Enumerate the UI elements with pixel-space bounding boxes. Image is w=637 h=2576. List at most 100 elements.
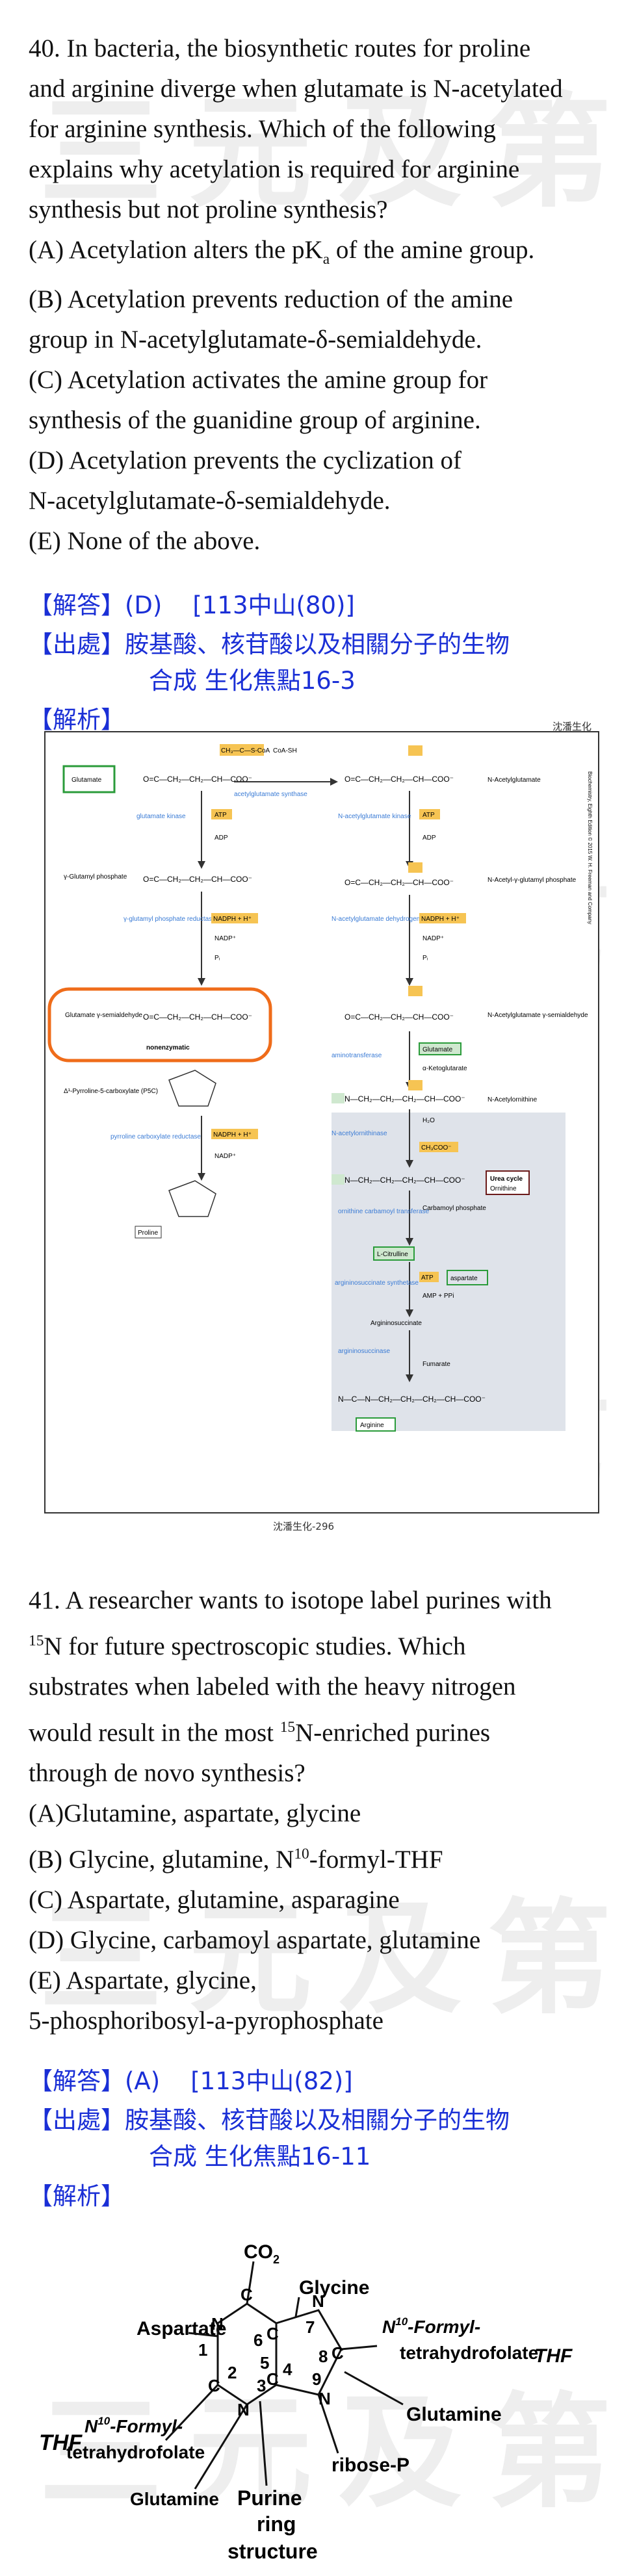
- p5c-ring: [168, 1070, 216, 1107]
- label-fumarate: Fumarate: [422, 1361, 450, 1368]
- label-n-acetylglutamate-semialdehyde: N-Acetylglutamate γ-semialdehyde: [488, 1012, 588, 1019]
- label-pi: Pᵢ: [422, 955, 428, 962]
- n-acetylglutamate-structure: O=C—CH₂—CH₂—CH—COO⁻: [344, 775, 454, 784]
- q41-line: 41. A researcher wants to isotope label …: [29, 1586, 552, 1614]
- svg-text:N: N: [237, 2400, 250, 2419]
- label-atp: ATP: [421, 1274, 434, 1282]
- label-nadph: NADPH + H⁺: [421, 916, 460, 923]
- q40-answer: 【解答】(D) [113中山(80)]: [29, 591, 355, 619]
- label-n-acetyl-glutamyl-phosphate: N-Acetyl-γ-glutamyl phosphate: [488, 877, 577, 884]
- label-glutamine-right: Glutamine: [406, 2404, 502, 2425]
- q40-option-b: (B) Acetylation prevents reduction of th…: [29, 285, 514, 313]
- watermark: 三元及第: [39, 81, 637, 224]
- label-glutamate-box: Glutamate: [422, 1046, 453, 1053]
- label-carbamoyl-phosphate: Carbamoyl phosphate: [422, 1205, 486, 1212]
- q40-option-e: (E) None of the above.: [29, 526, 261, 555]
- ornithine-structure: N—CH₂—CH₂—CH₂—CH—COO⁻: [344, 1176, 465, 1185]
- glutamate-highlight-box: [62, 765, 116, 793]
- label-proline: Proline: [138, 1230, 159, 1237]
- acetyl-glutamyl-p-structure: O=C—CH₂—CH₂—CH—COO⁻: [344, 878, 454, 887]
- semialdehyde-structure: O=C—CH₂—CH₂—CH—COO⁻: [143, 1012, 252, 1022]
- label-purine: Purine: [237, 2486, 302, 2510]
- acetylglutamate-semialdehyde-structure: O=C—CH₂—CH₂—CH—COO⁻: [344, 1012, 454, 1022]
- enzyme-ornithine-carbamoyl-transferase: ornithine carbamoyl transferase: [338, 1208, 430, 1215]
- enzyme-pyrroline-carboxylate-reductase: pyrroline carboxylate reductase: [110, 1133, 201, 1140]
- q40-line: and arginine diverge when glutamate is N…: [29, 75, 563, 103]
- watermark: 三元及第: [39, 1887, 637, 2031]
- svg-text:C: C: [332, 2343, 344, 2363]
- enzyme-argininosuccinate-synthetase: argininosuccinate synthetase: [335, 1280, 419, 1287]
- label-acetyl-coa: CH₃—C—S-CoA: [221, 747, 270, 754]
- q41-line: through de novo synthesis?: [29, 1759, 306, 1787]
- q40-option-d-cont: N-acetylglutamate-δ-semialdehyde.: [29, 486, 391, 515]
- label-n-acetylornithine: N-Acetylornithine: [488, 1096, 538, 1103]
- watermark: 三元及第: [39, 2381, 637, 2525]
- svg-text:N: N: [312, 2291, 324, 2311]
- arginine-proline-pathway-figure: Glutamate O=C—CH₂—CH₂—CH—COO⁻ glutamate …: [44, 731, 599, 1513]
- label-atp: ATP: [214, 812, 227, 819]
- svg-text:2: 2: [228, 2363, 237, 2382]
- label-argininosuccinate: Argininosuccinate: [370, 1320, 422, 1327]
- svg-text:N: N: [211, 2314, 224, 2334]
- label-coa-sh: CoA-SH: [273, 747, 297, 754]
- label-atp: ATP: [422, 812, 435, 819]
- enzyme-acetylglutamate-kinase: N-acetylglutamate kinase: [338, 813, 411, 820]
- svg-text:C: C: [208, 2376, 220, 2395]
- q40-line: synthesis but not proline synthesis?: [29, 196, 388, 224]
- glutamate-structure: O=C—CH₂—CH₂—CH—COO⁻: [143, 775, 252, 784]
- q41-option-d: (D) Glycine, carbamoyl aspartate, glutam…: [29, 1926, 481, 1954]
- q41-option-e: (E) Aspartate, glycine,: [29, 1966, 257, 1994]
- q41-option-e-cont: 5-phosphoribosyl-a-pyrophosphate: [29, 2007, 384, 2035]
- enzyme-acetylglutamate-dehydrogenase: N-acetylglutamate dehydrogenase: [332, 916, 431, 923]
- label-nonenzymatic: nonenzymatic: [146, 1044, 190, 1051]
- q41-line: 15N for future spectroscopic studies. Wh…: [29, 1632, 466, 1660]
- label-nadph: NADPH + H⁺: [213, 1131, 252, 1139]
- question-41: 41. A researcher wants to isotope label …: [29, 1580, 620, 2041]
- label-ribose-p: ribose-P: [332, 2454, 410, 2476]
- handwritten-thf-left: THF: [39, 2430, 83, 2455]
- svg-text:C: C: [266, 2369, 279, 2389]
- q40-option-c: (C) Acetylation activates the amine grou…: [29, 365, 488, 394]
- label-nadp: NADP⁺: [214, 1153, 236, 1160]
- figure-caption-bottom: 沈潘生化-296: [273, 1521, 335, 1532]
- q40-option-a: (A) Acetylation alters the pKa of the am…: [29, 236, 535, 268]
- svg-text:8: 8: [318, 2347, 328, 2366]
- enzyme-glutamyl-phosphate-reductase: γ-glutamyl phosphate reductase: [124, 916, 216, 923]
- label-glutamate-semialdehyde: Glutamate γ-semialdehyde: [65, 1012, 142, 1019]
- svg-text:9: 9: [312, 2369, 321, 2389]
- q40-option-d: (D) Acetylation prevents the cyclization…: [29, 446, 462, 474]
- enzyme-acetylglutamate-synthase: acetylglutamate synthase: [234, 791, 307, 798]
- label-glutamine-bottom: Glutamine: [130, 2489, 219, 2509]
- svg-text:N: N: [318, 2389, 331, 2408]
- arginine-structure: N—C—N—CH₂—CH₂—CH₂—CH—COO⁻: [338, 1395, 486, 1404]
- q41-option-c: (C) Aspartate, glutamine, asparagine: [29, 1886, 400, 1914]
- purine-ring-figure: CO2 Glycine Aspartate N10-Formyl- tetrah…: [39, 2226, 598, 2570]
- label-arginine: Arginine: [360, 1422, 384, 1429]
- label-alpha-ketoglutarate: α-Ketoglutarate: [422, 1065, 467, 1072]
- label-h2o: H₂O: [422, 1117, 435, 1124]
- label-nadp: NADP⁺: [214, 935, 236, 942]
- label-nadp: NADP⁺: [422, 935, 444, 942]
- q40-option-c-cont: synthesis of the guanidine group of argi…: [29, 406, 481, 434]
- label-nadph: NADPH + H⁺: [213, 916, 252, 923]
- q41-line: would result in the most 15N-enriched pu…: [29, 1719, 491, 1747]
- svg-text:5: 5: [260, 2353, 269, 2373]
- svg-text:4: 4: [283, 2360, 292, 2379]
- q41-answer: 【解答】(A) [113中山(82)]: [29, 2067, 353, 2095]
- proline-ring: [168, 1180, 216, 1217]
- label-aspartate: aspartate: [450, 1275, 478, 1282]
- urea-cycle-region: [332, 1113, 566, 1431]
- label-urea-cycle: Urea cycle: [490, 1176, 523, 1183]
- label-structure: structure: [228, 2540, 318, 2563]
- enzyme-glutamate-kinase: glutamate kinase: [136, 813, 186, 820]
- q40-line: 40. In bacteria, the biosynthetic routes…: [29, 34, 531, 62]
- label-formyl-thf-left: N10-Formyl-: [84, 2415, 183, 2436]
- orange-highlight-ring: [47, 987, 272, 1063]
- svg-text:6: 6: [254, 2330, 263, 2350]
- q40-option-b-cont: group in N-acetylglutamate-δ-semialdehyd…: [29, 325, 482, 354]
- q40-analysis-label: 【解析】: [29, 706, 125, 734]
- label-n-acetylglutamate: N-Acetylglutamate: [488, 777, 541, 784]
- label-pi: Pᵢ: [214, 955, 220, 962]
- q41-analysis-label: 【解析】: [29, 2182, 125, 2210]
- gamma-glutamyl-structure: O=C—CH₂—CH₂—CH—COO⁻: [143, 875, 252, 884]
